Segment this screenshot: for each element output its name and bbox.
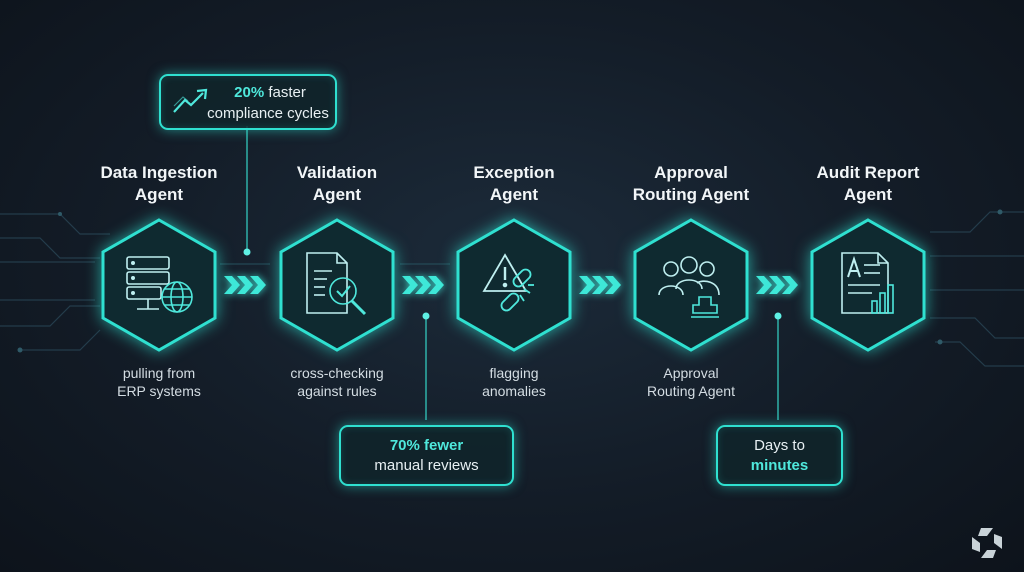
flow-arrow-1 xyxy=(224,276,266,294)
people-stamp-icon xyxy=(658,256,720,318)
document-magnifier-check-icon xyxy=(306,252,367,316)
callout-right-highlight: minutes xyxy=(750,457,809,474)
hexagon-exception xyxy=(456,218,572,352)
server-globe-icon xyxy=(126,256,193,313)
hexagon-data-ingestion xyxy=(101,218,217,352)
octagon-logo-icon xyxy=(972,528,1002,558)
flow-arrow-4 xyxy=(756,276,798,294)
callout-faster-compliance: 20% faster compliance cycles xyxy=(159,74,337,130)
callout-fewer-reviews: 70% fewer manual reviews xyxy=(339,425,514,486)
trend-up-arrow-icon xyxy=(173,88,208,113)
callout-days-to-minutes: Days to minutes xyxy=(716,425,843,486)
hexagon-approval-routing xyxy=(633,218,749,352)
hexagon-audit-report xyxy=(810,218,926,352)
callout-right-line1: Days to xyxy=(754,437,805,454)
warning-broken-link-icon xyxy=(482,253,534,312)
callout-middle-highlight: 70% fewer xyxy=(389,437,464,454)
flow-arrow-3 xyxy=(579,276,621,294)
report-chart-icon xyxy=(841,252,894,314)
callout-middle-line2: manual reviews xyxy=(374,457,479,474)
hexagon-validation xyxy=(279,218,395,352)
callout-top-rest: faster xyxy=(264,84,306,101)
flow-arrow-2 xyxy=(402,276,444,294)
callout-top-highlight: 20% xyxy=(234,84,265,101)
callout-top-line2: compliance cycles xyxy=(207,105,329,122)
